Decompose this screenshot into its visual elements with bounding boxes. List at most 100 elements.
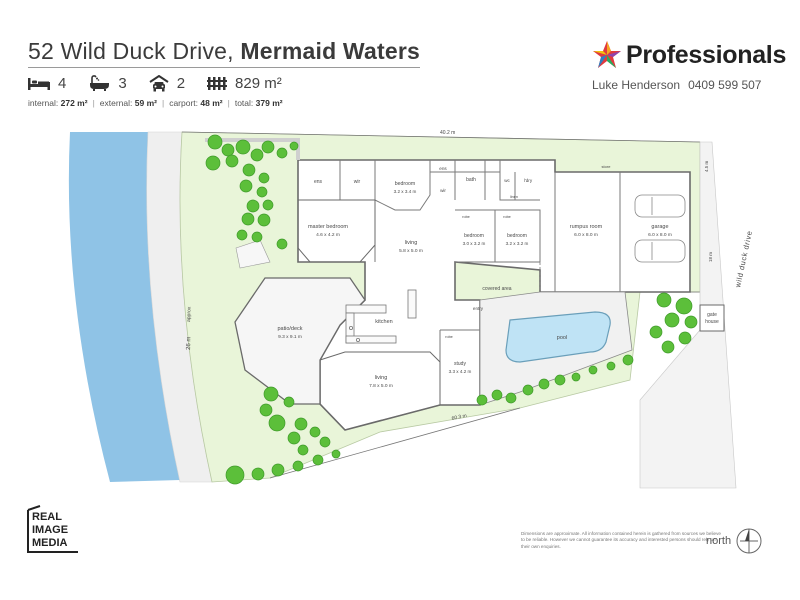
suburb-text: Mermaid Waters bbox=[240, 38, 420, 64]
separator: | bbox=[161, 98, 165, 108]
master-bedroom-outline bbox=[297, 199, 376, 263]
rumpus-dim: 6.0 x 8.0 m bbox=[574, 232, 598, 238]
frontage-top-label: 40.2 m bbox=[440, 130, 455, 136]
external-value: 59 m² bbox=[134, 98, 157, 108]
bed-icon bbox=[28, 78, 50, 90]
logo-line-real: REAL bbox=[32, 511, 62, 523]
garage-dim: 6.0 x 8.0 m bbox=[648, 232, 672, 238]
compass-icon bbox=[736, 528, 762, 554]
side-path bbox=[205, 138, 300, 160]
address-text: 52 Wild Duck Drive, bbox=[28, 38, 234, 64]
north-indicator: north bbox=[706, 526, 764, 556]
property-stats: 4 3 2 8 bbox=[28, 73, 304, 93]
logo-line-image: IMAGE bbox=[32, 524, 68, 536]
garage-label: garage bbox=[651, 224, 668, 230]
agent-name: Luke Henderson bbox=[592, 78, 681, 92]
master-bedroom-label: master bedroom bbox=[308, 224, 348, 230]
land-stat: 829 m² bbox=[207, 75, 282, 92]
carspaces-count: 2 bbox=[176, 74, 186, 92]
agency-name: Professionals bbox=[626, 40, 787, 69]
side-right-top-label: 4.5 m bbox=[704, 160, 709, 172]
gatehouse-label-line1: gate bbox=[707, 312, 717, 318]
bedrooms-count: 4 bbox=[58, 74, 67, 92]
side-right-label: 18 m bbox=[708, 252, 713, 262]
side-left-suffix: approx bbox=[186, 306, 193, 322]
garage-cars bbox=[634, 194, 686, 263]
title-divider bbox=[28, 67, 420, 68]
covered-area-label: covered area bbox=[482, 286, 511, 292]
professionals-star-icon bbox=[593, 41, 621, 68]
ensuite2-label: ens bbox=[439, 166, 447, 171]
land-area: 829 m² bbox=[235, 74, 282, 92]
study-label: study bbox=[454, 361, 466, 367]
wc-label: wc bbox=[504, 178, 510, 183]
bathrooms-count: 3 bbox=[118, 74, 127, 92]
living2-label: living bbox=[375, 375, 388, 381]
bath-icon bbox=[90, 75, 110, 91]
living1-dim: 5.8 x 5.0 m bbox=[399, 248, 423, 254]
living2-dim: 7.8 x 5.0 m bbox=[369, 383, 393, 389]
bedroom3-dim: 3.2 x 3.2 m bbox=[506, 241, 529, 246]
canal-water bbox=[68, 132, 180, 482]
bedroom2-dim: 3.0 x 3.2 m bbox=[463, 241, 486, 246]
robe2-label: robe bbox=[503, 215, 511, 219]
garage-car-icon bbox=[149, 74, 169, 91]
patio-dim: 9.3 x 9.1 m bbox=[278, 334, 302, 340]
agent-phone: 0409 599 507 bbox=[688, 78, 762, 92]
bedroom2-label: bedroom bbox=[464, 233, 484, 239]
internal-label: internal: bbox=[28, 98, 59, 108]
gatehouse-outline bbox=[699, 304, 725, 332]
total-label: total: bbox=[234, 98, 254, 108]
bedrooms-stat: 4 bbox=[28, 75, 66, 92]
laundry-label: l'dry bbox=[524, 178, 533, 183]
separator: | bbox=[227, 98, 230, 108]
north-label: north bbox=[706, 535, 732, 547]
frontage-bottom-label: 60.3 m bbox=[451, 413, 467, 422]
bathrooms-stat: 3 bbox=[88, 74, 127, 92]
kitchen-benches bbox=[345, 289, 417, 344]
room-labels: ens wir bedroom 3.2 x 3.4 m ens wir bath… bbox=[277, 164, 719, 389]
carport-label: carport: bbox=[169, 98, 199, 108]
internal-value: 272 m² bbox=[60, 98, 88, 108]
ensuite-label: ens bbox=[314, 179, 323, 185]
carport-value: 48 m² bbox=[200, 98, 223, 108]
pool-label: pool bbox=[557, 335, 567, 341]
living1-label: living bbox=[405, 240, 418, 246]
robe3-label: robe bbox=[445, 335, 453, 339]
rumpus-label: rumpus room bbox=[570, 224, 603, 230]
agent-contact: Luke Henderson 0409 599 507 bbox=[592, 78, 769, 92]
bedroom-top-dim: 3.2 x 3.4 m bbox=[394, 189, 417, 194]
kitchen-label: kitchen bbox=[375, 319, 392, 325]
side-left-label: 26 m bbox=[186, 337, 192, 351]
street-name-label: wild duck drive bbox=[733, 230, 754, 290]
bedroom-top-label: bedroom bbox=[395, 181, 415, 187]
gatehouse-label-line2: house bbox=[705, 319, 719, 325]
linen-label: linen bbox=[510, 195, 518, 199]
trees bbox=[205, 134, 698, 485]
bath-label: bath bbox=[466, 177, 476, 183]
ramp-steps bbox=[235, 239, 271, 269]
master-bedroom-dim: 4.6 x 4.2 m bbox=[316, 232, 340, 238]
agency-brand: Professionals bbox=[592, 40, 786, 70]
wir-label: wir bbox=[354, 179, 361, 185]
total-value: 379 m² bbox=[255, 98, 283, 108]
carspaces-stat: 2 bbox=[149, 74, 186, 92]
site-plan: 40.2 m 60.3 m 26 m approx 4.5 m 18 m wil… bbox=[68, 130, 754, 489]
pool-water bbox=[505, 311, 611, 363]
patio-label: patio/deck bbox=[277, 326, 302, 332]
robe1-label: robe bbox=[462, 215, 470, 219]
study-dim: 3.3 x 4.2 m bbox=[449, 369, 472, 374]
wir2-label: wir bbox=[440, 188, 446, 193]
entry-label: entry bbox=[473, 306, 484, 311]
fence-icon bbox=[207, 77, 228, 90]
bedroom3-label: bedroom bbox=[507, 233, 527, 239]
living2-outline bbox=[319, 351, 441, 431]
property-title: 52 Wild Duck Drive, Mermaid Waters bbox=[28, 38, 420, 65]
store-label: store bbox=[602, 164, 612, 169]
area-breakdown: internal: 272 m² | external: 59 m² | carport… bbox=[28, 98, 283, 108]
external-label: external: bbox=[99, 98, 133, 108]
separator: | bbox=[92, 98, 95, 108]
logo-line-media: MEDIA bbox=[32, 537, 68, 549]
disclaimer-text: Dimensions are approximate. All informat… bbox=[521, 531, 721, 549]
real-image-media-logo: REAL IMAGE MEDIA bbox=[26, 504, 80, 559]
